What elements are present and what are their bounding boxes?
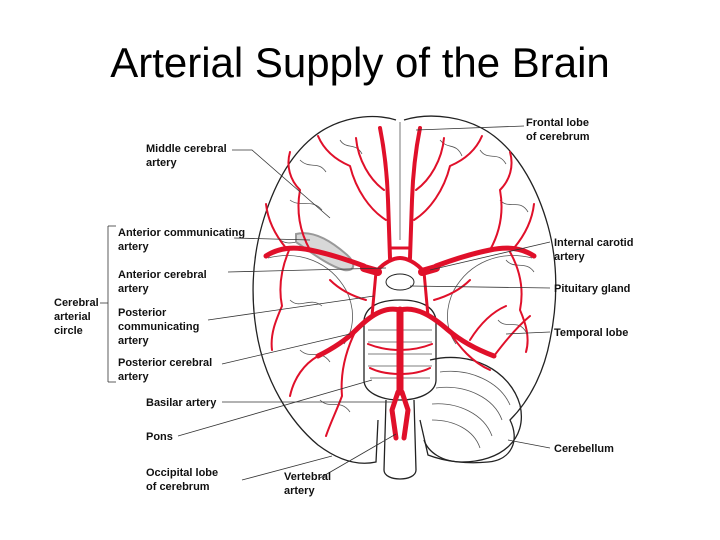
label-anterior-communicating: Anterior communicating artery (118, 227, 245, 253)
vertebral-artery-right (399, 389, 411, 441)
svg-text:circle: circle (54, 325, 83, 337)
svg-text:Temporal lobe: Temporal lobe (554, 327, 628, 339)
artery-branches (265, 135, 535, 437)
label-cerebral-arterial-circle: Cerebral arterial circle (54, 297, 99, 337)
right-hemisphere-outline (403, 115, 557, 464)
svg-text:Posterior cerebral: Posterior cerebral (118, 357, 212, 369)
slide-title: Arterial Supply of the Brain (110, 39, 610, 86)
svg-text:Basilar artery: Basilar artery (146, 397, 217, 409)
label-basilar: Basilar artery (146, 397, 217, 409)
label-anterior-cerebral: Anterior cerebral artery (118, 269, 207, 295)
cerebellum-folia (431, 370, 511, 449)
temporal-boundary-left (267, 255, 353, 345)
cerebellum-outline (423, 356, 522, 463)
label-posterior-cerebral: Posterior cerebral artery (118, 357, 212, 383)
svg-text:Middle cerebral: Middle cerebral (146, 143, 227, 155)
svg-text:Pituitary gland: Pituitary gland (554, 283, 630, 295)
label-cerebellum: Cerebellum (554, 443, 614, 455)
svg-text:Occipital lobe: Occipital lobe (146, 467, 218, 479)
svg-text:of cerebrum: of cerebrum (146, 481, 210, 493)
label-frontal-lobe: Frontal lobe of cerebrum (526, 117, 590, 143)
anterior-cerebral-artery-right (408, 126, 422, 260)
left-hemisphere-outline (252, 115, 397, 464)
svg-text:Frontal lobe: Frontal lobe (526, 117, 589, 129)
vertebral-artery-left (389, 389, 401, 441)
svg-text:artery: artery (118, 335, 149, 347)
label-vertebral: Vertebral artery (284, 471, 331, 497)
svg-text:artery: artery (146, 157, 177, 169)
posterior-communicating-artery-right (422, 270, 430, 318)
gyri-right (439, 139, 535, 333)
svg-text:artery: artery (284, 485, 315, 497)
internal-carotid-right (418, 264, 440, 276)
pons-outline (363, 299, 437, 401)
label-middle-cerebral: Middle cerebral artery (146, 143, 227, 169)
svg-text:artery: artery (554, 251, 585, 263)
arteries (263, 126, 537, 441)
svg-text:artery: artery (118, 283, 149, 295)
svg-text:communicating: communicating (118, 321, 199, 333)
svg-text:arterial: arterial (54, 311, 91, 323)
svg-text:Anterior cerebral: Anterior cerebral (118, 269, 207, 281)
svg-text:Vertebral: Vertebral (284, 471, 331, 483)
svg-text:Cerebellum: Cerebellum (554, 443, 614, 455)
label-temporal-lobe: Temporal lobe (554, 327, 628, 339)
temporal-boundary-right (447, 255, 533, 345)
svg-text:artery: artery (118, 241, 149, 253)
svg-text:Cerebral: Cerebral (54, 297, 99, 309)
anterior-cerebral-artery-left (378, 126, 392, 260)
svg-text:artery: artery (118, 371, 149, 383)
leader-lines (100, 125, 551, 481)
svg-text:Anterior communicating: Anterior communicating (118, 227, 245, 239)
label-pons: Pons (146, 431, 173, 443)
label-posterior-communicating: Posterior communicating artery (118, 307, 199, 347)
label-internal-carotid: Internal carotid artery (554, 237, 633, 263)
svg-text:Pons: Pons (146, 431, 173, 443)
svg-text:of cerebrum: of cerebrum (526, 131, 590, 143)
svg-text:Internal carotid: Internal carotid (554, 237, 633, 249)
circle-of-willis (374, 256, 426, 274)
medulla-outline (383, 399, 417, 480)
label-occipital-lobe: Occipital lobe of cerebrum (146, 467, 218, 493)
posterior-communicating-artery-left (370, 270, 378, 318)
svg-text:Posterior: Posterior (118, 307, 167, 319)
label-pituitary: Pituitary gland (554, 283, 630, 295)
pituitary-gland (385, 273, 415, 291)
